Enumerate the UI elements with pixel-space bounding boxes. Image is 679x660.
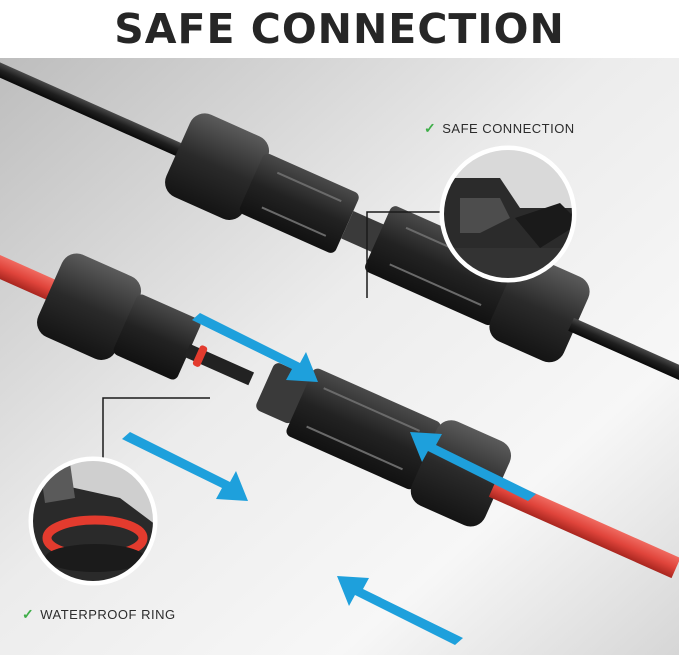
black-male-body xyxy=(365,206,519,326)
page-title: SAFE CONNECTION xyxy=(114,5,565,53)
black-cable-assembly xyxy=(0,45,679,413)
red-nut-left xyxy=(37,253,142,360)
check-icon: ✓ xyxy=(424,120,437,136)
bottom-leader-line xyxy=(102,397,210,458)
red-cable-left xyxy=(0,218,64,304)
black-cable-right xyxy=(568,317,679,413)
red-female-body xyxy=(286,368,441,490)
check-icon: ✓ xyxy=(22,606,35,622)
red-cable-right xyxy=(488,476,679,579)
safe-connection-callout: ✓ SAFE CONNECTION xyxy=(424,120,575,137)
black-female-body xyxy=(239,153,359,253)
product-scene: ✓ SAFE CONNECTION ✓ WATERPROOF RING xyxy=(0,45,679,655)
black-joint xyxy=(341,210,386,253)
waterproof-ring-callout: ✓ WATERPROOF RING xyxy=(22,606,176,623)
arrow-left-upper-icon xyxy=(410,432,536,501)
waterproof-ring-mark xyxy=(192,345,208,367)
safe-connection-label: SAFE CONNECTION xyxy=(442,121,575,136)
waterproof-ring-label: WATERPROOF RING xyxy=(40,607,176,622)
arrow-right-upper-icon xyxy=(192,313,318,382)
waterproof-ring-detail xyxy=(28,456,158,586)
arrow-left-lower-icon xyxy=(337,576,463,645)
black-nut-left xyxy=(165,113,270,220)
black-nut-right xyxy=(489,255,590,363)
connector-illustration xyxy=(0,45,679,655)
direction-arrows xyxy=(122,313,536,645)
red-male-body xyxy=(113,294,201,380)
top-leader-line xyxy=(366,211,442,298)
arrow-right-lower-icon xyxy=(122,432,248,501)
black-cable-left xyxy=(0,45,209,168)
